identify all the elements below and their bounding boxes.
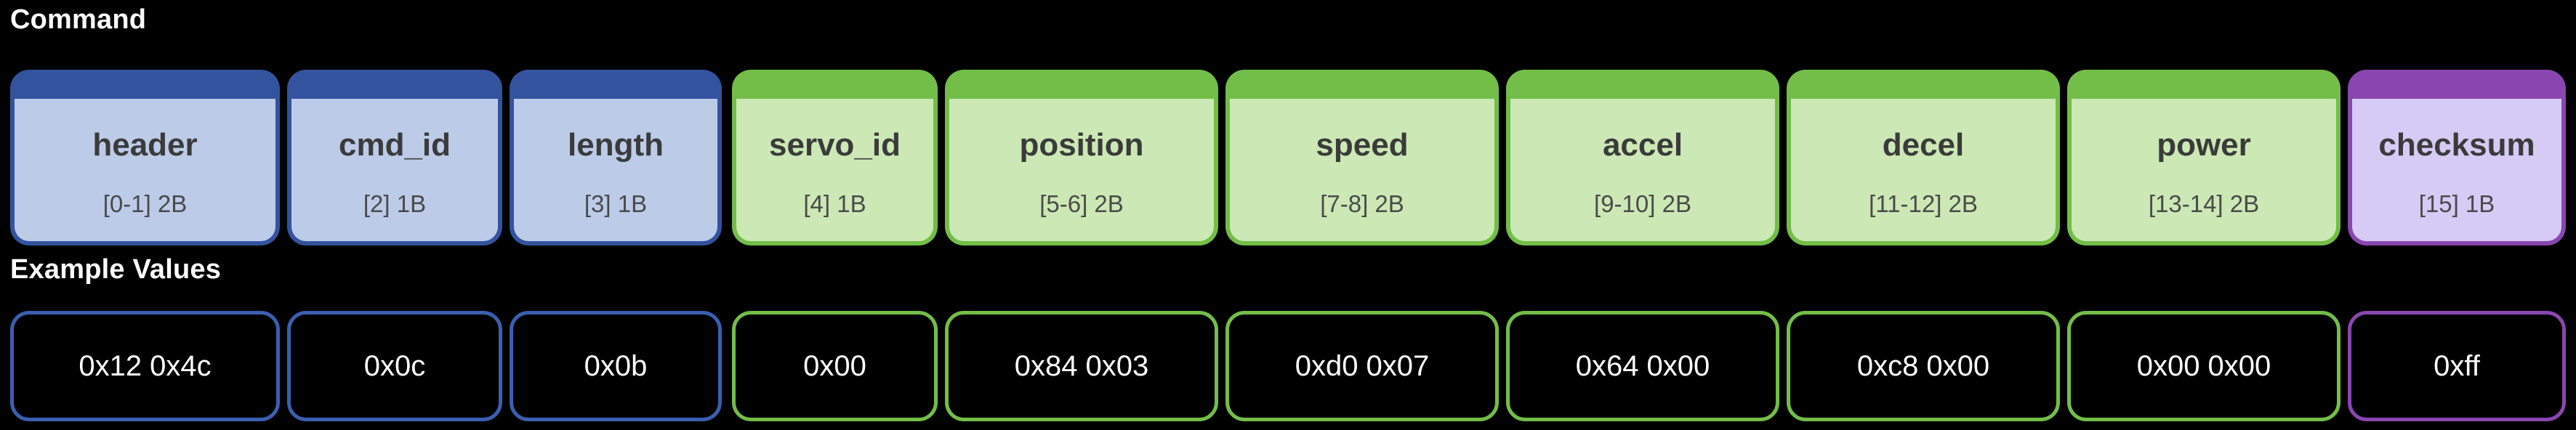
value-box-length[interactable]: 0x0b (510, 311, 722, 421)
field-byte-range-label: [2] 1B (363, 190, 427, 217)
field-byte-range-label: [4] 1B (803, 190, 866, 217)
field-row: header [0-1] 2B cmd_id [2] 1B length [3] 1B se… (0, 70, 2576, 246)
value-text: 0xff (2434, 350, 2480, 382)
field-box-decel[interactable]: decel [11-12] 2B (1787, 70, 2060, 246)
field-byte-range-label: [9-10] 2B (1594, 190, 1691, 217)
value-box-servo-id[interactable]: 0x00 (732, 311, 938, 421)
value-box-power[interactable]: 0x00 0x00 (2067, 311, 2340, 421)
field-box-accel[interactable]: accel [9-10] 2B (1506, 70, 1779, 246)
value-text: 0x64 0x00 (1575, 350, 1710, 382)
field-name-label: decel (1882, 126, 1965, 163)
example-values-section-title: Example Values (10, 254, 222, 285)
field-byte-range-label: [7-8] 2B (1320, 190, 1404, 217)
command-section-title: Command (10, 4, 147, 35)
value-text: 0x12 0x4c (79, 350, 212, 382)
value-text: 0x00 (803, 350, 866, 382)
field-box-servo-id[interactable]: servo_id [4] 1B (732, 70, 938, 246)
value-box-checksum[interactable]: 0xff (2348, 311, 2566, 421)
value-text: 0x00 0x00 (2136, 350, 2271, 382)
example-values-row: 0x12 0x4c 0x0c 0x0b 0x00 0x84 0x03 0xd0 0x07 0… (0, 311, 2576, 421)
field-name-label: checksum (2378, 126, 2535, 163)
value-box-cmd-id[interactable]: 0x0c (287, 311, 502, 421)
value-text: 0xd0 0x07 (1295, 350, 1430, 382)
value-box-accel[interactable]: 0x64 0x00 (1506, 311, 1779, 421)
field-byte-range-label: [15] 1B (2418, 190, 2495, 217)
field-box-header[interactable]: header [0-1] 2B (10, 70, 280, 246)
field-byte-range-label: [3] 1B (584, 190, 648, 217)
field-box-checksum[interactable]: checksum [15] 1B (2348, 70, 2566, 246)
field-box-power[interactable]: power [13-14] 2B (2067, 70, 2340, 246)
field-byte-range-label: [13-14] 2B (2148, 190, 2260, 217)
value-text: 0xc8 0x00 (1856, 350, 1990, 382)
field-byte-range-label: [11-12] 2B (1869, 190, 1978, 217)
field-name-label: length (568, 126, 664, 163)
field-name-label: cmd_id (338, 126, 451, 163)
field-box-cmd-id[interactable]: cmd_id [2] 1B (287, 70, 502, 246)
field-box-position[interactable]: position [5-6] 2B (945, 70, 1218, 246)
value-box-position[interactable]: 0x84 0x03 (945, 311, 1218, 421)
field-name-label: accel (1602, 126, 1683, 163)
value-text: 0x0b (584, 350, 648, 382)
field-name-label: speed (1316, 126, 1409, 163)
field-box-length[interactable]: length [3] 1B (510, 70, 722, 246)
field-name-label: header (92, 126, 198, 163)
field-name-label: power (2157, 126, 2251, 163)
field-name-label: position (1019, 126, 1144, 163)
field-name-label: servo_id (769, 126, 901, 163)
field-byte-range-label: [5-6] 2B (1039, 190, 1124, 217)
value-box-speed[interactable]: 0xd0 0x07 (1225, 311, 1499, 421)
field-byte-range-label: [0-1] 2B (102, 190, 188, 217)
field-box-speed[interactable]: speed [7-8] 2B (1225, 70, 1499, 246)
value-text: 0x0c (363, 350, 426, 382)
value-box-header[interactable]: 0x12 0x4c (10, 311, 280, 421)
value-box-decel[interactable]: 0xc8 0x00 (1787, 311, 2060, 421)
value-text: 0x84 0x03 (1014, 350, 1149, 382)
